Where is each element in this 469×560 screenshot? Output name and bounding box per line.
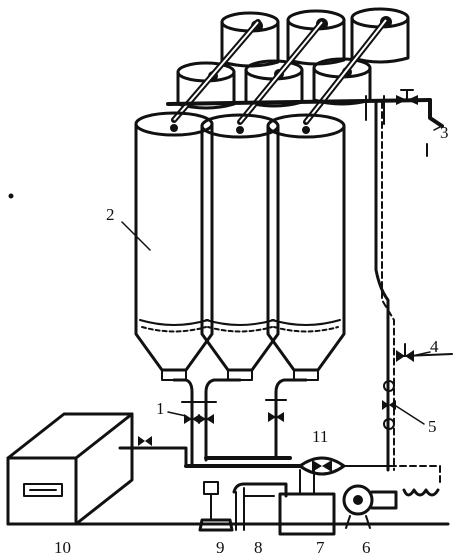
label-7: 7 (316, 538, 325, 557)
label-6: 6 (362, 538, 371, 557)
valve-3[interactable] (396, 89, 418, 105)
label-11: 11 (312, 427, 328, 446)
box-7 (278, 469, 336, 536)
tank-valve[interactable] (265, 399, 287, 422)
label-9: 9 (216, 538, 225, 557)
settling-tank-left (134, 111, 214, 381)
label-1: 1 (156, 399, 165, 418)
top-header-pipe (166, 95, 444, 128)
cross-valve[interactable] (138, 436, 152, 446)
label-5: 5 (428, 417, 437, 436)
coil-outlet (402, 488, 440, 497)
pump-6[interactable] (342, 484, 398, 529)
speck (8, 193, 14, 199)
labels: 2 3 4 1 5 11 10 9 8 7 6 (54, 123, 449, 557)
label-10: 10 (54, 538, 71, 557)
tank-valve[interactable] (195, 401, 217, 424)
settling-tank-right (266, 113, 346, 381)
cabinet-10 (6, 412, 134, 526)
label-2: 2 (106, 205, 115, 224)
back-row-drums (220, 7, 410, 68)
tank-outlet-pipes (118, 378, 308, 468)
valve-4[interactable] (396, 343, 414, 362)
label-8: 8 (254, 538, 263, 557)
flow-meter-11[interactable] (298, 456, 397, 476)
leader-lines (121, 125, 443, 425)
label-3: 3 (440, 123, 449, 142)
settling-tank-middle (200, 113, 280, 381)
gauge-9 (198, 481, 234, 532)
valve-5[interactable] (382, 380, 396, 430)
return-line (374, 100, 453, 485)
label-4: 4 (430, 337, 439, 356)
